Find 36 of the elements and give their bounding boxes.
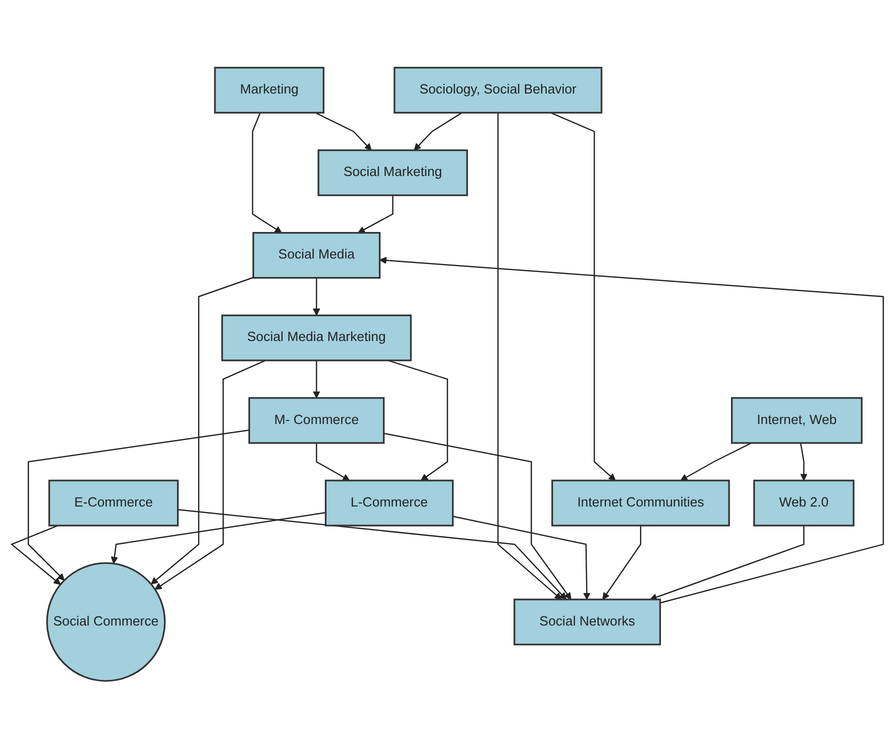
node-box bbox=[221, 314, 412, 362]
node-box bbox=[318, 150, 468, 196]
arrow bbox=[316, 443, 350, 482]
arrow bbox=[452, 516, 590, 600]
node-box bbox=[730, 397, 863, 444]
arrow bbox=[312, 360, 320, 398]
arrow bbox=[110, 512, 326, 564]
node-box bbox=[753, 480, 854, 527]
arrow bbox=[384, 432, 572, 600]
arrow bbox=[358, 195, 394, 234]
arrow bbox=[28, 430, 250, 581]
arrow bbox=[252, 112, 282, 234]
node-box bbox=[48, 480, 179, 527]
arrow bbox=[312, 278, 320, 316]
node-circle bbox=[46, 562, 166, 682]
flowchart-drawing: Marketing Sociology, Social Behavior Internet, Web E-Commerce Social Marketing Internet Communities Web 2.0 M- Commerce L-Commerce Social Networks Social Media Social Commerce Social Media Marketing bbox=[5, 61, 890, 688]
arrow bbox=[178, 509, 567, 600]
arrow bbox=[800, 443, 808, 482]
arrow bbox=[497, 112, 562, 600]
arrow bbox=[314, 112, 372, 151]
arrow bbox=[602, 526, 642, 600]
arrow bbox=[550, 112, 616, 482]
node-box bbox=[214, 67, 324, 114]
node-box bbox=[252, 232, 381, 279]
arrow bbox=[150, 277, 254, 585]
arrow bbox=[414, 112, 462, 151]
node-box bbox=[551, 480, 730, 527]
node-box bbox=[324, 480, 454, 527]
arrow bbox=[650, 526, 804, 601]
node-box bbox=[248, 397, 385, 444]
arrow bbox=[379, 256, 884, 604]
node-box bbox=[514, 598, 661, 646]
node-box bbox=[394, 67, 602, 114]
arrow bbox=[154, 360, 266, 590]
arrow bbox=[10, 525, 61, 586]
arrow bbox=[680, 442, 752, 482]
